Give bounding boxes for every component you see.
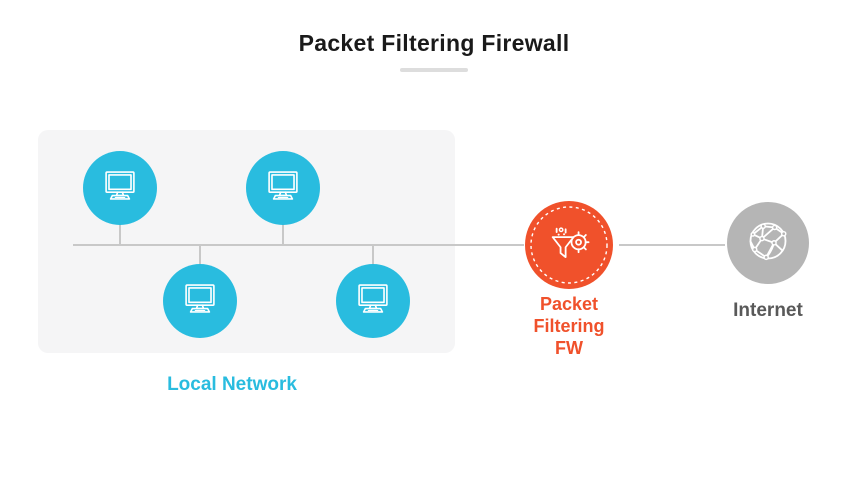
workstation-node	[336, 264, 410, 338]
monitor-icon	[260, 163, 306, 214]
firewall-label-line: FW	[555, 338, 583, 358]
workstation-node	[163, 264, 237, 338]
firewall-label-line: Filtering	[533, 316, 605, 336]
internet-node	[727, 202, 809, 284]
firewall-label-line: Packet	[539, 294, 599, 314]
connector-line	[372, 246, 374, 266]
local-network-label: Local Network	[167, 374, 297, 395]
firewall-internet-line	[619, 244, 725, 246]
monitor-icon	[350, 276, 396, 327]
dashed-ring	[530, 206, 608, 284]
workstation-node	[83, 151, 157, 225]
workstation-node	[246, 151, 320, 225]
monitor-icon	[177, 276, 223, 327]
funnel-gear-icon	[542, 218, 596, 272]
connector-line	[199, 246, 201, 266]
globe-network-icon	[739, 212, 797, 275]
page-title: Packet Filtering Firewall	[298, 30, 570, 56]
firewall-node	[525, 201, 613, 289]
internet-label: Internet	[733, 300, 803, 321]
title-divider	[400, 68, 468, 72]
connector-line	[282, 223, 284, 244]
connector-line	[119, 223, 121, 244]
lan-bus-line	[73, 244, 524, 246]
firewall-label: Packet Filtering FW	[519, 293, 619, 359]
monitor-icon	[97, 163, 143, 214]
